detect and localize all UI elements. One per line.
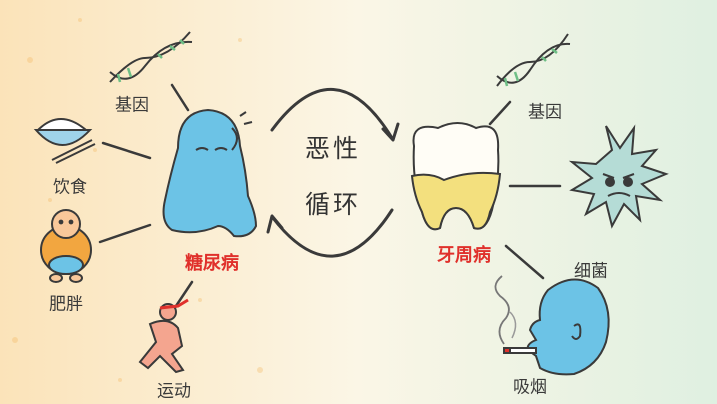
chubby-kid-icon (40, 209, 92, 283)
smoker-head-icon (494, 275, 610, 376)
obesity-label: 肥胖 (49, 294, 83, 315)
cycle-label-line2: 循环 (304, 190, 362, 219)
runner-icon (138, 298, 189, 374)
tooth-icon (410, 122, 502, 231)
cycle-label-line1: 恶性 (304, 134, 362, 163)
germ-icon (568, 124, 669, 229)
top-arc-arrow (270, 88, 394, 140)
diet-label: 饮食 (53, 177, 87, 198)
background-dots (12, 18, 263, 382)
gene-label-left: 基因 (115, 95, 149, 116)
dna-icon-left (109, 31, 193, 83)
bottom-arc-arrow (271, 208, 394, 258)
rice-bowl-icon (33, 118, 96, 164)
worried-person-icon (162, 108, 258, 238)
periodontitis-label: 牙周病 (437, 245, 491, 266)
cycle-arrows (266, 88, 400, 258)
bacteria-label: 细菌 (574, 261, 608, 282)
gene-label-right: 基因 (528, 102, 562, 123)
dna-icon-right (496, 33, 571, 87)
smoking-label: 吸烟 (513, 377, 547, 398)
connector-lines (98, 83, 562, 314)
exercise-label: 运动 (157, 381, 191, 402)
diabetes-label: 糖尿病 (185, 253, 239, 274)
